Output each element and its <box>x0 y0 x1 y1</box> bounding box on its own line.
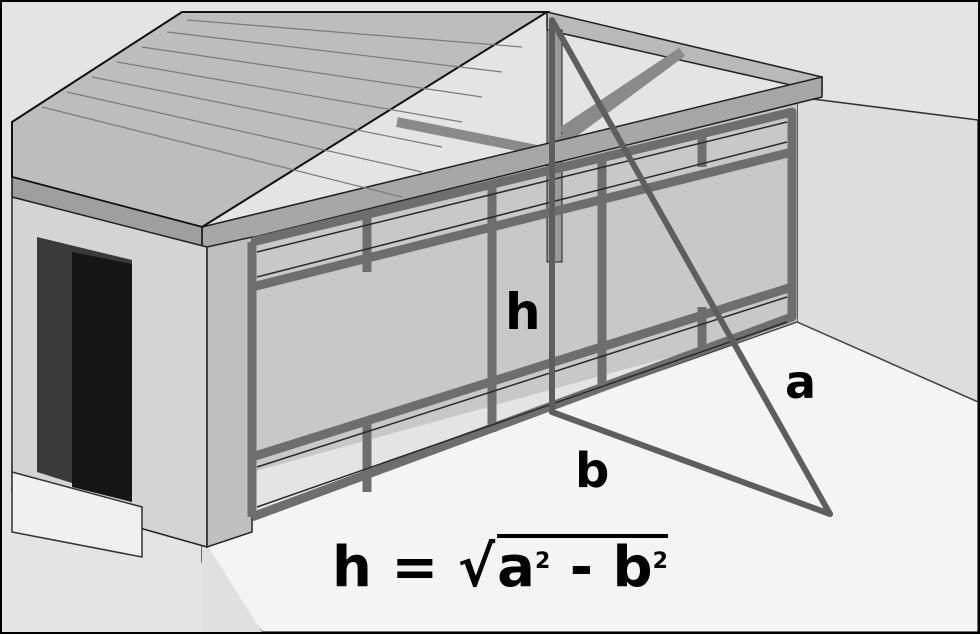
frame-outlines <box>256 121 788 508</box>
label-a: a <box>785 355 817 409</box>
pythagorean-formula: h = √a2 - b2 <box>332 534 668 596</box>
term1-base: a <box>497 535 535 600</box>
door-step <box>11 471 143 558</box>
corner-post <box>206 236 253 549</box>
slab-edge <box>202 537 262 632</box>
formula-radical: √a2 - b2 <box>458 534 668 596</box>
formula-operator: - <box>569 535 594 600</box>
hypotenuse-line-a <box>549 17 833 517</box>
truss-diagonal <box>559 47 685 137</box>
term1-exp: 2 <box>534 549 551 574</box>
base-line-b <box>549 409 833 517</box>
roof-boards <box>41 19 523 198</box>
doorway-inner <box>72 252 132 502</box>
formula-equals: = <box>391 535 439 600</box>
term2-base: b <box>612 535 653 600</box>
roof <box>11 11 551 229</box>
back-wall <box>252 102 797 472</box>
wall-frame <box>247 107 797 522</box>
label-b: b <box>575 443 610 499</box>
radical-sign: √ <box>457 535 496 600</box>
label-h: h <box>505 283 541 341</box>
formula-lhs: h <box>332 535 372 600</box>
measure-lines <box>549 17 833 517</box>
term2-exp: 2 <box>652 549 668 574</box>
formula-radicand: a2 - b2 <box>497 534 668 596</box>
